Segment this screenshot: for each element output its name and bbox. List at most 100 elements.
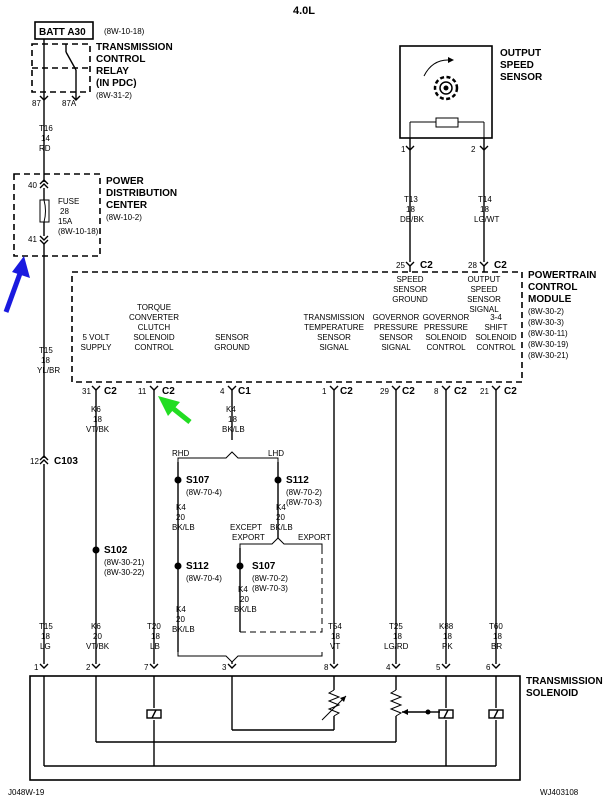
pdc-ref: (8W-10-2)	[106, 213, 142, 222]
sol-pin-1: 1	[34, 663, 39, 672]
pcm-conn-8: C2	[454, 386, 467, 397]
bw-1-color: LG	[40, 642, 51, 651]
t13-gauge: 18	[406, 205, 415, 214]
pcm-pin-31-label-2: SUPPLY	[81, 343, 113, 352]
k6-top-color: VT/BK	[86, 425, 110, 434]
pcm-pin-21: 21	[480, 387, 489, 396]
pcm-conn-11: C2	[162, 386, 175, 397]
pcm-pin-31: 31	[82, 387, 91, 396]
pcm-pin-29-label-2: PRESSURE	[374, 323, 418, 332]
pdc-box	[13, 173, 101, 257]
fuse-amp: 15A	[58, 217, 73, 226]
bw-1-circuit: T15	[39, 622, 53, 631]
tcc-solenoid-coil	[146, 709, 162, 719]
t16-circuit: T16	[39, 124, 53, 133]
except-export-line1: EXCEPT	[230, 523, 262, 532]
pcm-pin-21-label-3: SOLENOID	[475, 333, 517, 342]
footer-right: WJ403108	[540, 788, 579, 797]
batt-ref: (8W-10-18)	[104, 27, 145, 36]
bw-3-color: LB	[150, 642, 160, 651]
pdc-pin-40: 40	[28, 181, 37, 190]
pcm-pin-8-label-1: GOVERNOR	[423, 313, 470, 322]
pcm-pin-4-label-2: GROUND	[214, 343, 250, 352]
k4-rhd2-circuit: K4	[176, 605, 186, 614]
pcm-pin-8-label-2: PRESSURE	[424, 323, 468, 332]
footer-left: J048W-19	[8, 788, 45, 797]
c103-pin: 12	[30, 457, 39, 466]
k4-rhd-circuit: K4	[176, 503, 186, 512]
bw-6-color: LG/RD	[384, 642, 409, 651]
splice-s112-lhd-ref1: (8W-70-2)	[286, 488, 322, 497]
splice-s102-dot	[92, 546, 100, 554]
batt-label: BATT A30	[39, 27, 86, 38]
pcm-ref-2: (8W-30-3)	[528, 318, 564, 327]
pcm-conn-31: C2	[104, 386, 117, 397]
relay-label-4: (IN PDC)	[96, 78, 137, 89]
c103-name: C103	[54, 456, 78, 467]
pcm-pin-11-label-1: TORQUE	[137, 303, 171, 312]
pcm-conn-1: C2	[340, 386, 353, 397]
pcm-top-label-28-3: SENSOR	[467, 295, 501, 304]
k4-rhd2-color: BK/LB	[172, 625, 195, 634]
t16-gauge: 14	[41, 134, 50, 143]
pcm-ref-1: (8W-30-2)	[528, 307, 564, 316]
pcm-pin-11-label-2: CONVERTER	[129, 313, 179, 322]
pcm-ref-5: (8W-30-21)	[528, 351, 569, 360]
bw-6-gauge: 18	[393, 632, 402, 641]
splice-s107-rhd-ref: (8W-70-4)	[186, 488, 222, 497]
ground-brace	[177, 652, 323, 663]
k4-lhd2-color: BK/LB	[234, 605, 257, 614]
bw-7-color: PK	[442, 642, 453, 651]
k4-lhd-circuit: K4	[276, 503, 286, 512]
k4-top-gauge: 18	[228, 415, 237, 424]
k6-top-circuit: K6	[91, 405, 101, 414]
oss-label-2: SPEED	[500, 60, 534, 71]
t14-color: LG/WT	[474, 215, 499, 224]
t15-top-color: YL/BR	[37, 366, 60, 375]
solenoid-label-1: TRANSMISSION	[526, 676, 603, 687]
pcm-pin-11-label-3: CLUTCH	[138, 323, 171, 332]
pcm-pin-11: 11	[138, 387, 147, 396]
relay-box	[31, 43, 91, 93]
k4-lhd-gauge: 20	[276, 513, 285, 522]
pcm-top-pin-28: 28	[468, 261, 477, 270]
splice-s112-lhd-ref2: (8W-70-3)	[286, 498, 322, 507]
bw-7-circuit: K88	[439, 622, 454, 631]
k4-rhd-gauge: 20	[176, 513, 185, 522]
bw-5-color: VT	[330, 642, 340, 651]
pcm-pin-21-label-2: SHIFT	[484, 323, 507, 332]
oss-pin-2: 2	[471, 145, 476, 154]
pcm-pin-29-label-4: SIGNAL	[381, 343, 411, 352]
lhd-label: LHD	[268, 449, 284, 458]
temp-sensor-thermistor	[327, 689, 341, 717]
k4-top-circuit: K4	[226, 405, 236, 414]
splice-s102-name: S102	[104, 545, 128, 556]
pcm-top-label-28-4: SIGNAL	[469, 305, 499, 314]
relay-pin-87a: 87A	[62, 99, 77, 108]
pcm-label-3: MODULE	[528, 294, 572, 305]
t13-circuit: T13	[404, 195, 418, 204]
pcm-pin-8: 8	[434, 387, 439, 396]
pcm-pin-29-label-1: GOVERNOR	[373, 313, 420, 322]
pcm-conn-4: C1	[238, 386, 251, 397]
t16-color: RD	[39, 144, 51, 153]
batt-box	[34, 21, 94, 40]
pcm-pin-1-label-1: TRANSMISSION	[304, 313, 365, 322]
pcm-top-label-25-3: GROUND	[392, 295, 428, 304]
splice-s112-lhd-name: S112	[286, 475, 309, 486]
pdc-label-1: POWER	[106, 176, 145, 187]
k4-top-color: BK/LB	[222, 425, 245, 434]
oss-pin-1: 1	[401, 145, 406, 154]
t14-gauge: 18	[480, 205, 489, 214]
pcm-pin-8-label-3: SOLENOID	[425, 333, 467, 342]
bw-6-circuit: T25	[389, 622, 403, 631]
k6-top-gauge: 18	[93, 415, 102, 424]
oss-label-3: SENSOR	[500, 72, 543, 83]
pcm-pin-31-label-1: 5 VOLT	[83, 333, 110, 342]
splice-s112-rhd-dot	[174, 562, 182, 570]
export-brace	[239, 537, 323, 548]
pcm-pin-4: 4	[220, 387, 225, 396]
splice-s102-ref1: (8W-30-21)	[104, 558, 145, 567]
bw-2-gauge: 20	[93, 632, 102, 641]
pressure-sensor-potentiometer	[389, 689, 403, 717]
